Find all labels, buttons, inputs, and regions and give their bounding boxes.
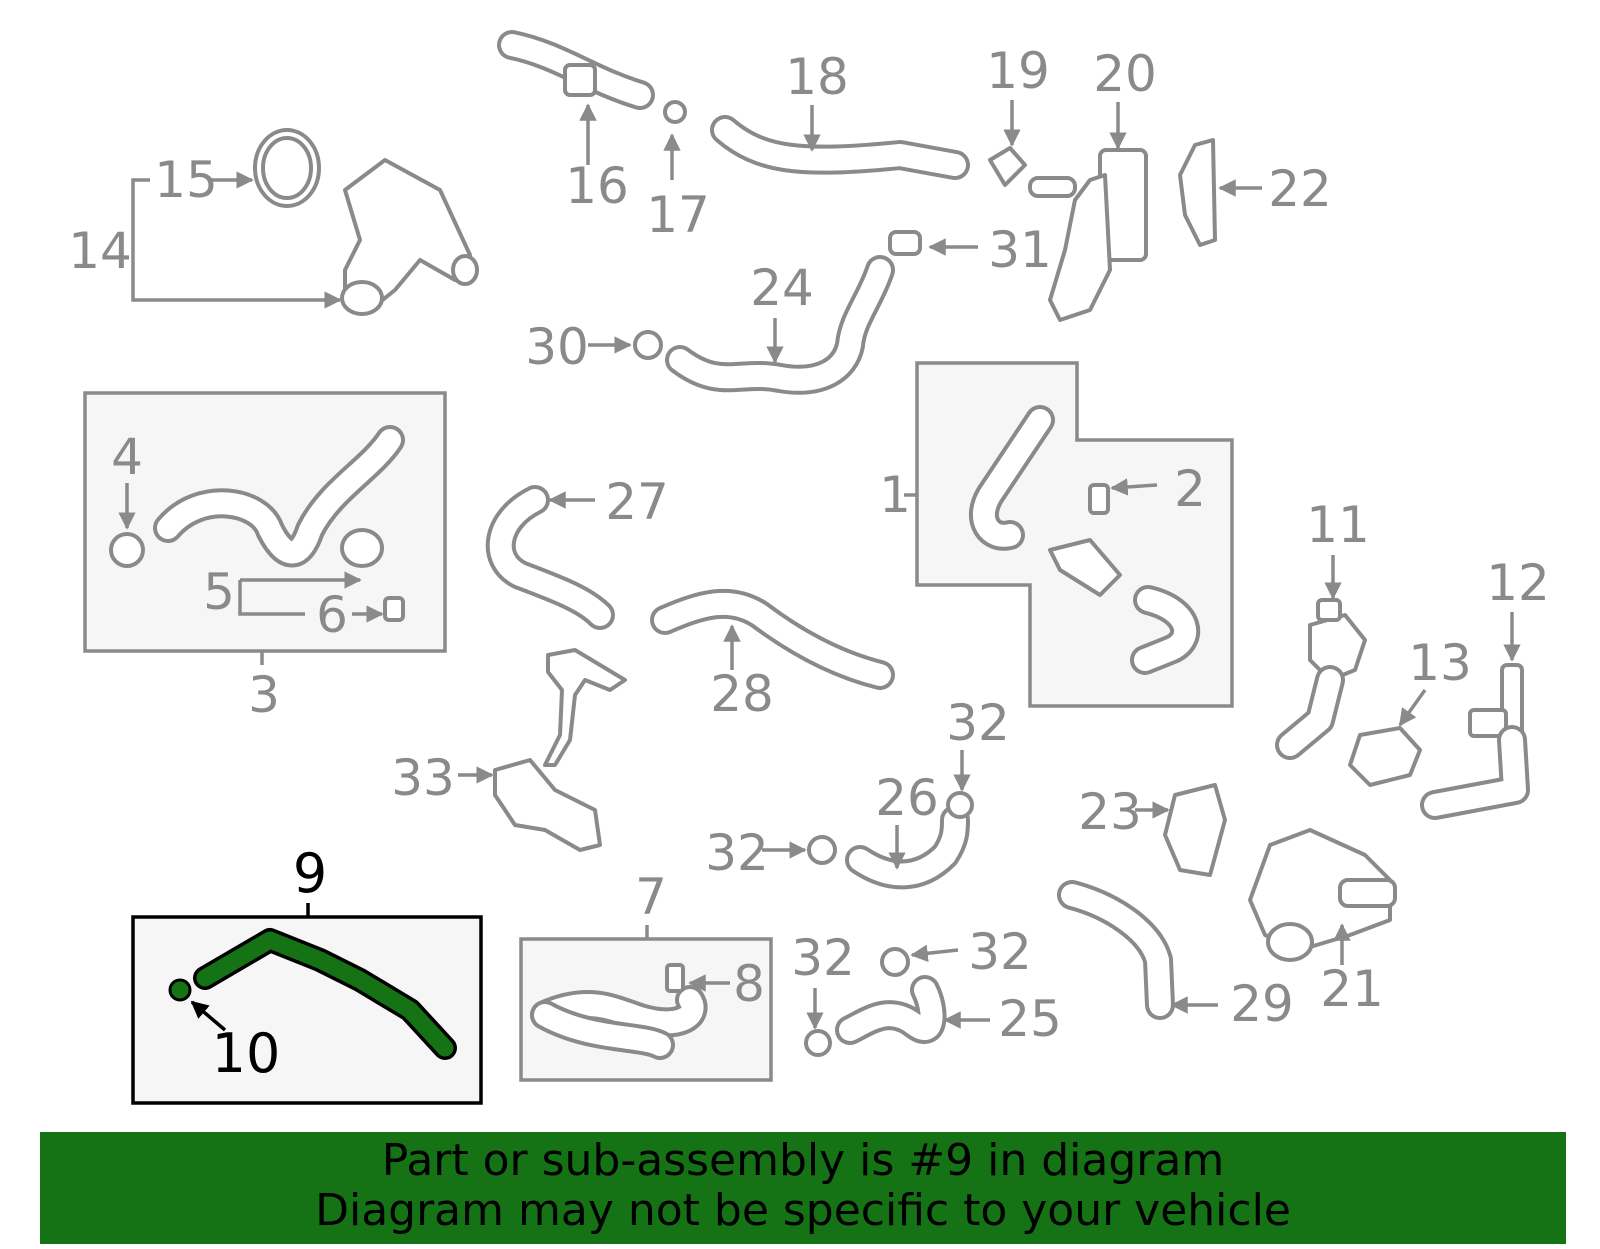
part-21-housing [1248, 828, 1397, 965]
callout-6: 6 [316, 586, 348, 644]
callout-labels: 1 2 3 4 5 6 7 8 9 10 11 12 13 14 15 16 1… [68, 42, 1550, 1085]
callout-10: 10 [212, 1022, 281, 1085]
banner-line-1: Part or sub-assembly is #9 in diagram [381, 1135, 1225, 1186]
callout-23: 23 [1078, 783, 1142, 841]
info-banner: Part or sub-assembly is #9 in diagram Di… [40, 1132, 1566, 1244]
callout-12: 12 [1486, 554, 1550, 612]
callout-28: 28 [710, 665, 774, 723]
callout-29: 29 [1230, 975, 1294, 1033]
callout-32-top: 32 [946, 694, 1010, 752]
part-23-gasket [1135, 783, 1227, 877]
callout-5: 5 [203, 563, 235, 621]
callout-26: 26 [875, 769, 939, 827]
callout-8: 8 [733, 955, 765, 1013]
callout-32-right: 32 [968, 923, 1032, 981]
part-16-pipe [497, 30, 687, 180]
callout-18: 18 [785, 48, 849, 106]
callout-31: 31 [988, 221, 1052, 279]
part-28-hose [650, 588, 895, 690]
callout-19: 19 [986, 42, 1050, 100]
callout-15: 15 [154, 151, 218, 209]
box-7 [519, 925, 773, 1082]
part-14-housing [131, 128, 479, 316]
callout-3: 3 [248, 666, 280, 724]
banner-line-2: Diagram may not be specific to your vehi… [315, 1185, 1291, 1236]
box-3 [83, 391, 447, 665]
box-9 [131, 903, 483, 1105]
part-13-sensor [1348, 688, 1427, 787]
part-18-hose [710, 105, 970, 180]
callout-7: 7 [635, 868, 667, 926]
part-26-hose [762, 750, 974, 890]
callout-21: 21 [1320, 960, 1384, 1018]
part-25-hose [804, 944, 990, 1057]
part-24-hose [588, 230, 978, 395]
part-12-fitting [1420, 612, 1530, 820]
part-20-housing [988, 100, 1262, 322]
callout-14: 14 [68, 222, 132, 280]
callout-20: 20 [1093, 45, 1157, 103]
part-27-hose [485, 485, 615, 630]
callout-13: 13 [1408, 634, 1472, 692]
part-10-clamp[interactable] [168, 978, 192, 1002]
part-29-hose [1057, 880, 1218, 1020]
callout-17: 17 [646, 186, 710, 244]
callout-9: 9 [293, 842, 327, 905]
callout-32-left: 32 [705, 824, 769, 882]
callout-24: 24 [750, 259, 814, 317]
callout-1: 1 [879, 466, 911, 524]
callout-2: 2 [1174, 460, 1206, 518]
part-11-pump [1275, 555, 1367, 760]
part-33-bracket [458, 648, 627, 852]
callout-27: 27 [605, 473, 669, 531]
callout-32-bottom: 32 [791, 929, 855, 987]
callout-22: 22 [1268, 160, 1332, 218]
callout-16: 16 [565, 157, 629, 215]
callout-4: 4 [111, 428, 143, 486]
box-1 [904, 361, 1234, 708]
callout-25: 25 [998, 990, 1062, 1048]
callout-11: 11 [1306, 496, 1370, 554]
callout-30: 30 [525, 318, 589, 376]
callout-33: 33 [391, 749, 455, 807]
part-9-hose[interactable] [193, 928, 457, 1060]
